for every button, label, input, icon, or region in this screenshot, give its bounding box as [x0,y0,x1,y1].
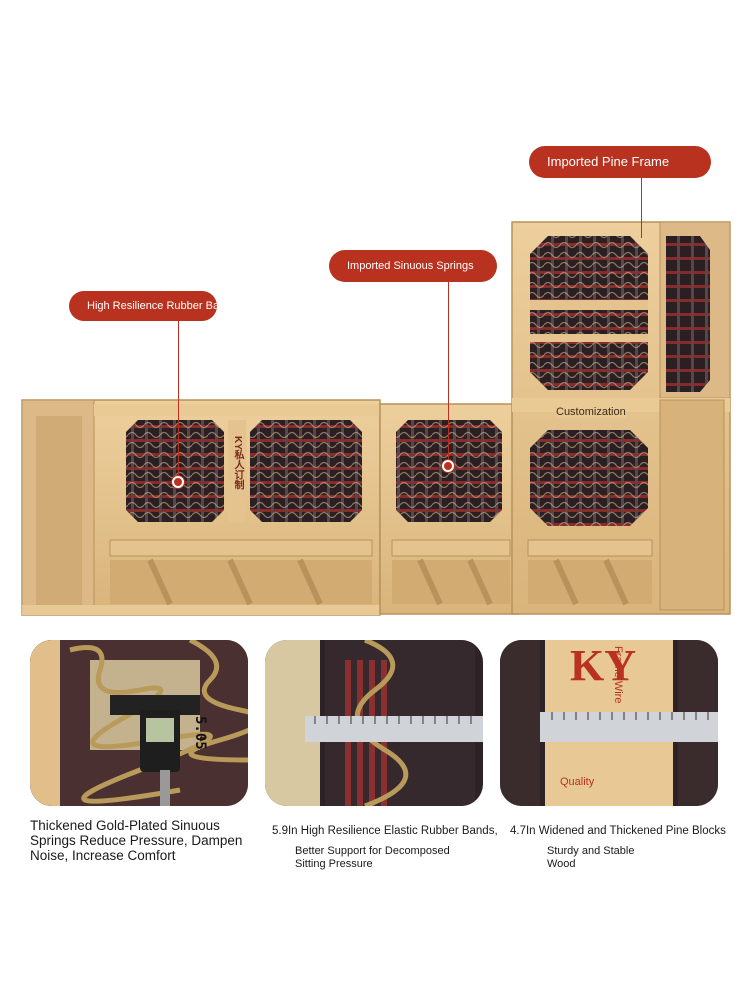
caliper-reading: 5.05 [192,716,208,750]
svg-text:KY: KY [570,641,636,690]
right-tall-frame [511,221,731,615]
panel3-watermark-bottom: Quality [560,776,595,788]
feature-caption-pine-blocks: 4.7In Widened and Thickened Pine Blocks … [510,825,748,871]
callout-rubber-bands-dot [172,476,184,488]
callout-pine-frame-leader [641,178,642,238]
callout-sinuous-springs-dot [442,460,454,472]
feature-title: 5.9In High Resilience Elastic Rubber Ban… [272,825,498,837]
callout-sinuous-springs: Imported Sinuous Springs [329,250,497,282]
feature-caption-springs: Thickened Gold-Plated Sinuous Springs Re… [30,818,250,863]
detail-photo-pine-blocks: KY Frame Wire Quality [500,640,718,806]
panel3-watermark-top: Frame Wire [612,646,624,704]
feature-title: Thickened Gold-Plated Sinuous Springs Re… [30,818,243,863]
brand-stamp: KY私人订制 [232,436,243,490]
detail-photo-springs: 5.05 [30,640,248,806]
pine-block-ruler-drawing: KY [500,640,718,806]
sofa-frame-illustration: KY私人订制 Customization High Resilience Rub… [21,146,731,616]
callout-rubber-bands-leader [178,321,179,481]
springs-caliper-drawing [30,640,248,806]
customization-label: Customization [556,406,626,418]
rubber-band-ruler-drawing [265,640,483,806]
left-frame [21,399,381,616]
callout-rubber-bands: High Resilience Rubber Bands [69,291,217,321]
feature-caption-rubber-bands: 5.9In High Resilience Elastic Rubber Ban… [272,825,512,871]
feature-subtitle: Better Support for Decomposed Sitting Pr… [295,845,450,870]
callout-pine-frame: Imported Pine Frame [529,146,711,178]
callout-sinuous-springs-leader [448,282,449,466]
pine-frame-drawing [21,221,731,616]
detail-photo-rubber-bands [265,640,483,806]
feature-title: 4.7In Widened and Thickened Pine Blocks [510,825,726,837]
feature-subtitle: Sturdy and Stable Wood [547,845,635,870]
middle-frame [379,403,519,615]
